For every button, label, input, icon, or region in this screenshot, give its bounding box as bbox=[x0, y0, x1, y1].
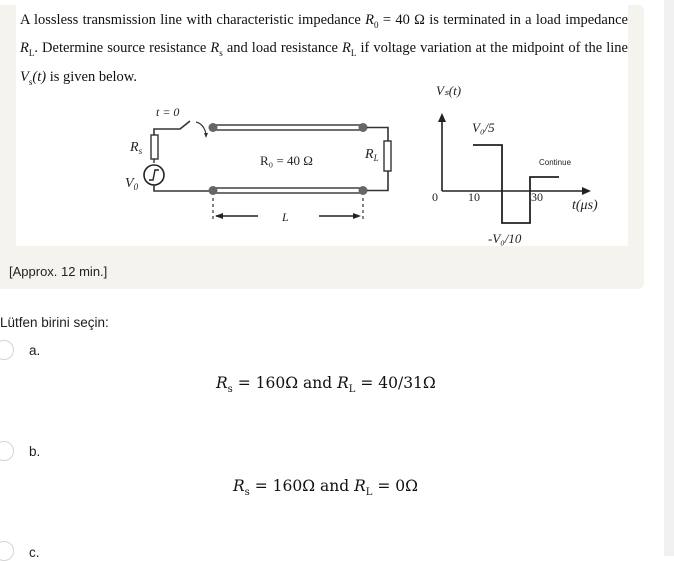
waveform-trace bbox=[473, 144, 559, 224]
x-axis-arrow-icon bbox=[582, 187, 591, 195]
answer-prompt: Lütfen birini seçin: bbox=[0, 315, 109, 330]
rs-symbol: R bbox=[216, 374, 228, 392]
radio-option-b[interactable] bbox=[0, 441, 14, 461]
option-b-formula[interactable]: Rs = 160Ω and RL = 0Ω bbox=[233, 477, 418, 498]
continue-label: Continue bbox=[539, 158, 572, 167]
switch-arrow-icon bbox=[195, 121, 207, 135]
rl-symbol: R bbox=[20, 40, 29, 57]
origin-label: 0 bbox=[432, 190, 438, 204]
circuit-diagram: t = 0 Rs V0 bbox=[125, 83, 598, 246]
rs-subscript: s bbox=[219, 48, 223, 59]
text-segment: if voltage variation at the midpoint of … bbox=[356, 40, 628, 57]
vs-subscript: s bbox=[28, 76, 33, 87]
rl-symbol: R bbox=[354, 477, 366, 495]
text-segment: A lossless transmission line with charac… bbox=[20, 12, 366, 28]
high-level-label: V₀/5 bbox=[472, 120, 495, 135]
rs-subscript: s bbox=[227, 384, 233, 396]
tick-10-label: 10 bbox=[468, 190, 480, 204]
y-axis-arrow-icon bbox=[438, 113, 446, 122]
vs-symbol: V bbox=[20, 68, 29, 85]
terminal-node bbox=[358, 123, 368, 132]
formula-text: = 40/31Ω bbox=[355, 374, 436, 392]
option-letter: a. bbox=[29, 343, 41, 358]
r0-subscript: 0 bbox=[374, 19, 379, 30]
waveform-chart: Vₛ(t) V₀/5 -V₀/10 Continue 0 10 30 t(μs) bbox=[432, 83, 598, 246]
formula-text: = 0Ω bbox=[372, 477, 418, 495]
rl-symbol: R bbox=[342, 40, 351, 57]
rs-resistor bbox=[150, 134, 159, 160]
switch-label: t = 0 bbox=[156, 105, 179, 119]
terminal-node bbox=[208, 123, 218, 132]
line-top-conductor bbox=[212, 124, 364, 131]
option-a-formula[interactable]: Rs = 160Ω and RL = 40/31Ω bbox=[216, 374, 436, 395]
radio-option-a[interactable] bbox=[0, 340, 14, 360]
length-label: L bbox=[281, 210, 289, 224]
rs-symbol: R bbox=[233, 477, 245, 495]
radio-option-c[interactable] bbox=[0, 541, 14, 561]
text-segment: . Determine source resistance bbox=[34, 40, 211, 57]
rl-symbol: R bbox=[337, 374, 349, 392]
vs-argument: (t) bbox=[32, 68, 47, 85]
r0-value: = 40 Ω bbox=[378, 12, 425, 28]
rs-symbol: R bbox=[210, 40, 220, 57]
r0-symbol: R bbox=[365, 12, 374, 28]
rl-subscript: L bbox=[350, 48, 357, 59]
question-card: A lossless transmission line with charac… bbox=[0, 5, 644, 289]
line-bottom-conductor bbox=[212, 187, 364, 194]
rl-label: RL bbox=[364, 147, 379, 163]
rs-label: Rs bbox=[129, 140, 143, 156]
question-image: A lossless transmission line with charac… bbox=[16, 5, 628, 246]
rl-resistor bbox=[383, 140, 392, 172]
terminal-node bbox=[208, 186, 218, 195]
line-impedance-label: R₀ = 40 Ω bbox=[260, 153, 313, 168]
tick-30-label: 30 bbox=[531, 190, 543, 204]
option-letter: c. bbox=[29, 545, 40, 560]
rs-subscript: s bbox=[244, 487, 250, 499]
formula-text: = 160Ω and bbox=[232, 374, 338, 392]
low-level-label: -V₀/10 bbox=[488, 231, 522, 246]
rl-subscript: L bbox=[28, 48, 35, 59]
option-letter: b. bbox=[29, 444, 41, 459]
x-axis-label: t(μs) bbox=[572, 198, 598, 213]
v0-label: V0 bbox=[125, 176, 139, 192]
rl-subscript: L bbox=[348, 384, 356, 396]
waveform-y-label: Vₛ(t) bbox=[436, 83, 461, 98]
time-estimate: [Approx. 12 min.] bbox=[9, 264, 108, 279]
text-segment: and load resistance bbox=[222, 40, 343, 57]
rl-subscript: L bbox=[365, 487, 373, 499]
text-segment: is terminated in a load impedance bbox=[424, 12, 628, 28]
scrollbar[interactable] bbox=[664, 0, 674, 556]
question-text: A lossless transmission line with charac… bbox=[20, 9, 628, 94]
text-segment: is given below. bbox=[46, 68, 137, 85]
formula-text: = 160Ω and bbox=[249, 477, 355, 495]
terminal-node bbox=[358, 186, 368, 195]
